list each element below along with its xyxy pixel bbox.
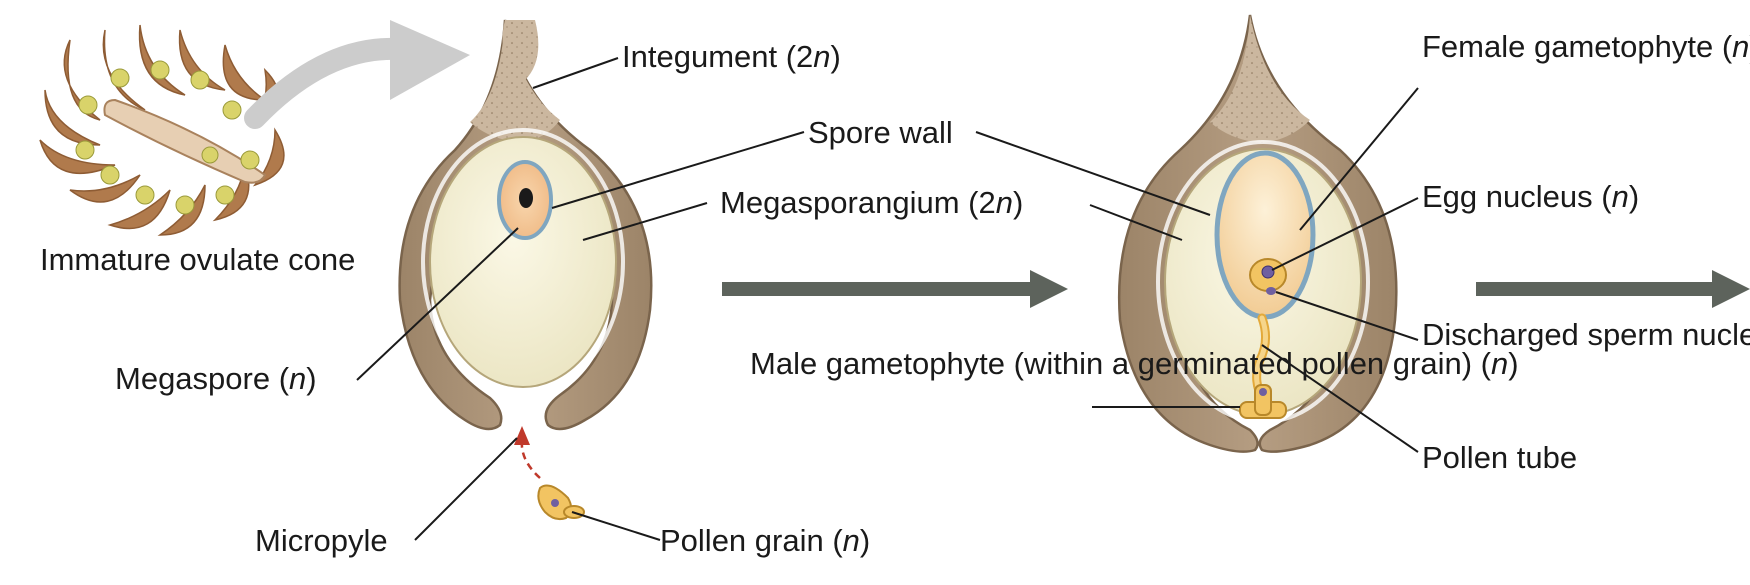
label-micropyle: Micropyle <box>255 523 388 558</box>
label-pollen-grain: Pollen grain (n) <box>660 523 871 558</box>
label-spore-wall: Spore wall <box>808 115 953 150</box>
female-gametophyte-shape <box>1214 150 1316 320</box>
leader-pollen-tube <box>1261 344 1419 453</box>
egg-nucleus-shape <box>1261 265 1275 279</box>
process-arrow-2 <box>1476 270 1750 308</box>
leader-integument <box>532 57 619 89</box>
label-megasporangium: Megasporangium (2n) <box>720 185 1024 220</box>
leader-spore-wall <box>551 131 805 209</box>
sperm-nucleus-shape <box>1266 287 1276 295</box>
label-pollen-tube: Pollen tube <box>1422 440 1578 475</box>
leader-egg-nucleus <box>1271 197 1419 271</box>
germinated-pollen-grain <box>1239 384 1287 419</box>
leader-megasporangium <box>582 202 708 241</box>
megaspore-nucleus <box>519 188 533 208</box>
curved-arrow <box>244 37 421 129</box>
label-egg-nucleus: Egg nucleus (n) <box>1422 179 1640 214</box>
label-immature-cone: Immature ovulate cone <box>40 242 356 277</box>
label-male-gametophyte: Male gametophyte (within a germinated po… <box>750 346 1519 381</box>
label-megaspore: Megaspore (n) <box>115 361 317 396</box>
leader-pollen-grain <box>571 511 661 541</box>
label-female-gametophyte: Female gametophyte (n) <box>1422 29 1750 64</box>
leader-lines <box>356 57 1419 541</box>
leader-megaspore <box>356 227 519 381</box>
leader-female-gametophyte <box>1299 87 1419 231</box>
ovule-before-fertilization <box>398 19 653 431</box>
curved-arrow-head <box>390 20 470 100</box>
leader-megasporangium-2 <box>1089 204 1183 241</box>
ovule-after-pollination <box>1117 14 1398 453</box>
dashed-arrow <box>520 439 541 479</box>
megasporangium-shape <box>429 136 617 388</box>
leader-sperm-nucleus <box>1275 291 1419 341</box>
process-arrow-1 <box>722 270 1068 308</box>
label-discharged-sperm: Discharged sperm nucleus (n) <box>1422 317 1750 352</box>
leader-micropyle <box>414 437 518 541</box>
immature-ovulate-cone <box>39 24 285 236</box>
leader-spore-wall-2 <box>975 131 1211 216</box>
label-integument: Integument (2n) <box>622 39 841 74</box>
dashed-arrow-head <box>514 426 530 445</box>
